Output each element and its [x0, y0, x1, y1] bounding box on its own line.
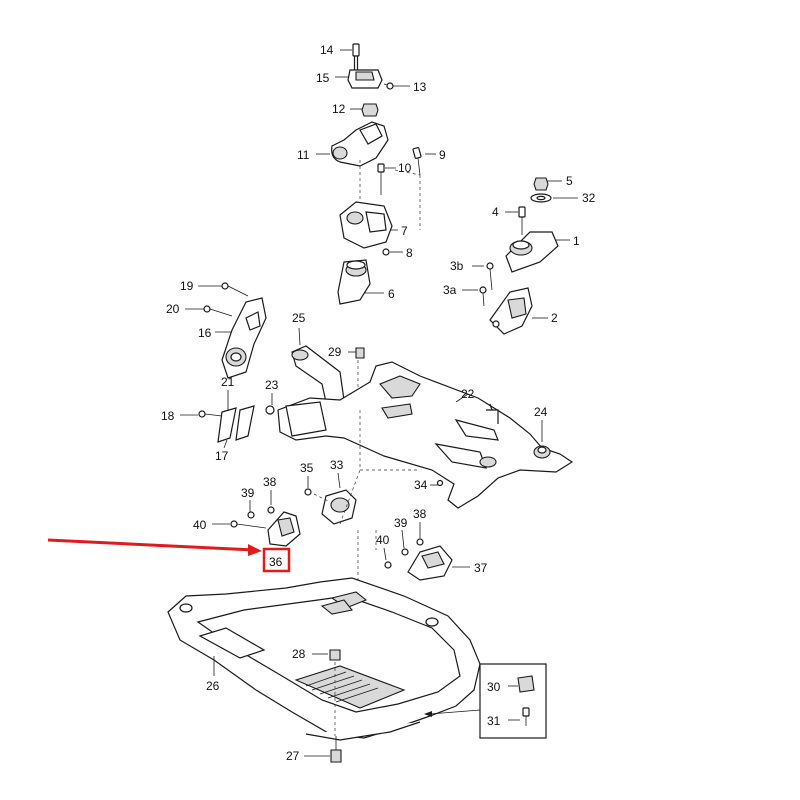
callout-11: 11 [297, 148, 310, 162]
callout-39-right: 39 [394, 516, 408, 530]
right-mount-assembly [462, 177, 578, 335]
callout-27: 27 [286, 749, 300, 763]
callout-18: 18 [161, 409, 175, 423]
callout-21: 21 [221, 375, 235, 389]
callout-26: 26 [206, 679, 220, 693]
highlight-marker [47, 538, 291, 573]
callout-36: 36 [269, 555, 283, 569]
callout-23: 23 [265, 378, 279, 392]
subframe-assembly [265, 327, 574, 509]
callout-3b: 3b [450, 259, 464, 273]
callout-6: 6 [388, 287, 395, 301]
callout-29: 29 [328, 345, 342, 359]
callout-19: 19 [180, 279, 194, 293]
callout-38-right: 38 [413, 507, 427, 521]
callout-32: 32 [582, 191, 596, 205]
callout-13: 13 [413, 80, 427, 94]
callout-37: 37 [474, 561, 488, 575]
callout-39-left: 39 [241, 486, 255, 500]
callout-40-left: 40 [193, 518, 207, 532]
callout-10: 10 [398, 161, 412, 175]
callout-31: 31 [487, 714, 501, 728]
callout-34: 34 [414, 478, 428, 492]
upper-mount-assembly [316, 43, 436, 305]
callout-24: 24 [534, 405, 548, 419]
callout-1: 1 [573, 234, 580, 248]
callout-14: 14 [320, 43, 334, 57]
callout-2: 2 [551, 311, 558, 325]
callout-5: 5 [566, 174, 573, 188]
callout-7: 7 [401, 224, 408, 238]
callout-38-left: 38 [263, 475, 277, 489]
callout-33: 33 [330, 458, 344, 472]
fastener-inset [424, 663, 547, 739]
callout-16: 16 [198, 326, 212, 340]
callout-12: 12 [332, 102, 346, 116]
callout-40-right: 40 [376, 533, 390, 547]
splash-shield-assembly [167, 577, 481, 763]
callout-9: 9 [439, 148, 446, 162]
callout-4: 4 [492, 205, 499, 219]
callout-22: 22 [461, 387, 475, 401]
callout-17: 17 [215, 449, 229, 463]
callout-3a: 3a [443, 283, 457, 297]
callout-28: 28 [292, 647, 306, 661]
callout-8: 8 [406, 246, 413, 260]
callout-15: 15 [316, 71, 330, 85]
lower-mount-assembly [212, 410, 470, 581]
callout-35: 35 [300, 461, 314, 475]
callout-labels: 14 15 13 12 11 10 9 7 8 6 5 32 4 1 3b 3a… [161, 43, 596, 763]
callout-30: 30 [487, 680, 501, 694]
callout-25: 25 [292, 311, 306, 325]
left-mount-assembly [180, 282, 267, 449]
callout-20: 20 [166, 302, 180, 316]
